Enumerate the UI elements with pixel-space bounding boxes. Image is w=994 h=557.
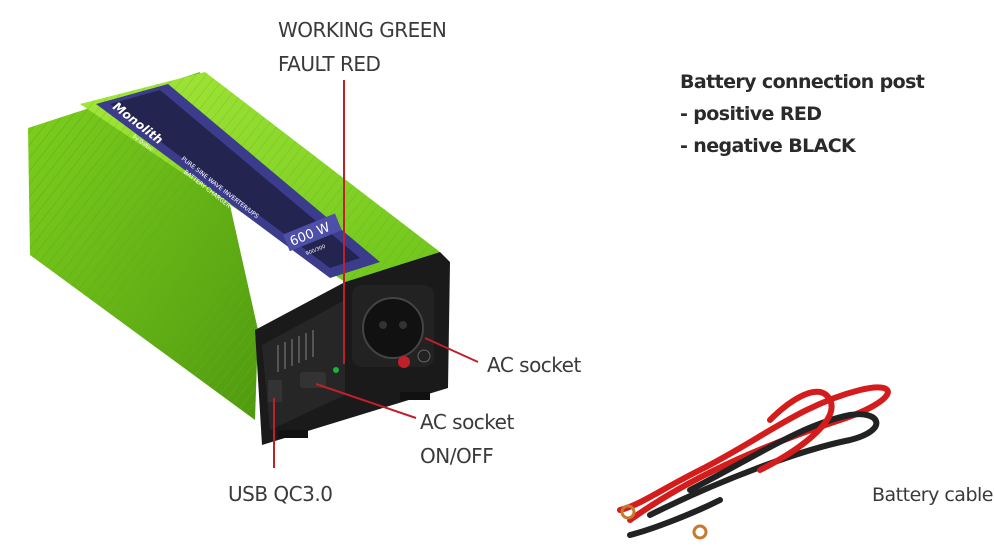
battery-cable-graphic	[617, 384, 891, 540]
ac-switch-pointer	[315, 383, 417, 419]
battery-post-positive	[398, 356, 410, 368]
ac-socket-pointer	[424, 337, 479, 363]
battery-post-info: Battery connection post - positive RED -…	[680, 66, 925, 162]
battery-post-negative	[417, 349, 431, 363]
battery-post-negative-text: - negative BLACK	[680, 135, 856, 157]
led-label-line2: FAULT RED	[278, 52, 381, 76]
vent-slots	[277, 330, 314, 372]
battery-post-positive-text: - positive RED	[680, 103, 822, 125]
ac-socket-graphic	[352, 285, 434, 367]
led-label-line1: WORKING GREEN	[278, 18, 447, 42]
ac-switch-label-line1: AC socket	[420, 410, 514, 434]
inverter-device	[28, 72, 450, 445]
ac-socket-label: AC socket	[487, 353, 581, 377]
ac-switch-label-line2: ON/OFF	[420, 444, 494, 468]
led-indicator	[333, 367, 339, 373]
battery-cable-label: Battery cable	[872, 484, 993, 506]
ac-switch-graphic	[300, 372, 326, 388]
usb-label: USB QC3.0	[228, 482, 333, 506]
battery-post-title: Battery connection post	[680, 71, 925, 93]
usb-port-graphic	[268, 380, 282, 402]
pointer-lines	[273, 80, 479, 468]
